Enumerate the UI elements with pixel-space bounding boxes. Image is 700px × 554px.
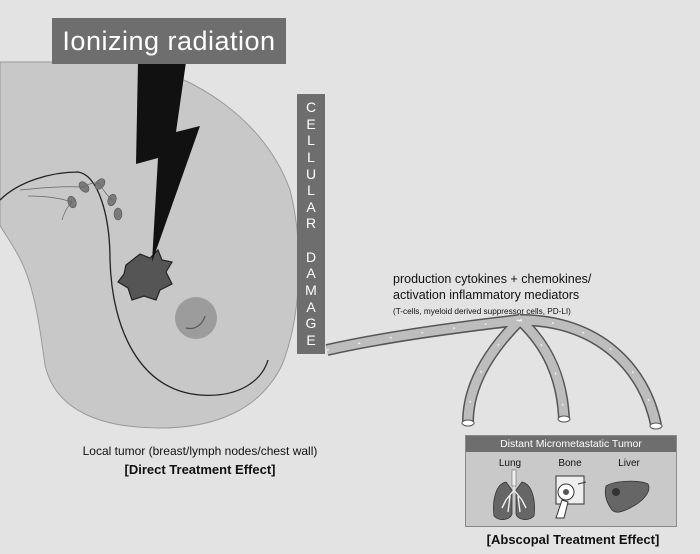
production-text-line1: production cytokines + chemokines/	[393, 272, 592, 286]
bone-icon	[555, 475, 587, 519]
cellular-damage-letter: D	[305, 248, 317, 265]
abscopal-effect-label: [Abscopal Treatment Effect]	[486, 532, 660, 547]
direct-effect-label: [Direct Treatment Effect]	[124, 462, 276, 477]
liver-icon	[604, 480, 650, 513]
cellular-damage-bar: C E L L U L A R D A M A G E	[297, 94, 325, 354]
cellular-damage-letter: U	[305, 165, 317, 182]
distant-tumor-panel: Distant Micrometastatic Tumor Lung Bone …	[465, 435, 677, 527]
cellular-damage-letter: L	[307, 182, 315, 199]
cellular-damage-letter: A	[306, 298, 316, 315]
organ-icons	[493, 469, 650, 520]
cellular-damage-letter: L	[307, 148, 315, 165]
cellular-damage-letter: A	[306, 265, 316, 282]
nipple-icon	[175, 297, 217, 339]
lightning-bolt-icon	[136, 62, 200, 262]
breast-silhouette	[0, 61, 300, 429]
ionizing-radiation-banner: Ionizing radiation	[52, 18, 286, 64]
vessel-network	[325, 314, 663, 430]
organ-label-bone: Bone	[558, 458, 582, 469]
cellular-damage-letter: E	[306, 331, 316, 348]
cellular-damage-letter: M	[305, 282, 317, 299]
organ-label-lung: Lung	[498, 458, 522, 469]
cellular-damage-letter: C	[305, 99, 317, 115]
local-tumor-label: Local tumor (breast/lymph nodes/chest wa…	[82, 444, 318, 458]
lung-icon	[493, 469, 535, 520]
organ-label-liver: Liver	[618, 458, 640, 469]
cellular-damage-letter: A	[306, 198, 316, 215]
lymph-node-icon	[67, 178, 123, 221]
cellular-damage-letter: L	[307, 132, 315, 149]
cellular-damage-letter: G	[305, 315, 317, 332]
chest-wall-line	[0, 171, 269, 396]
cellular-damage-letter: R	[305, 215, 317, 232]
production-text-line3: (T-cells, myeloid derived suppressor cel…	[393, 307, 571, 316]
production-text-line2: activation inflammatory mediators	[393, 288, 580, 302]
distant-tumor-title: Distant Micrometastatic Tumor	[466, 436, 676, 452]
cellular-damage-spacer	[297, 233, 325, 248]
cellular-damage-letter: E	[306, 115, 316, 132]
lymph-channels	[19, 182, 113, 221]
